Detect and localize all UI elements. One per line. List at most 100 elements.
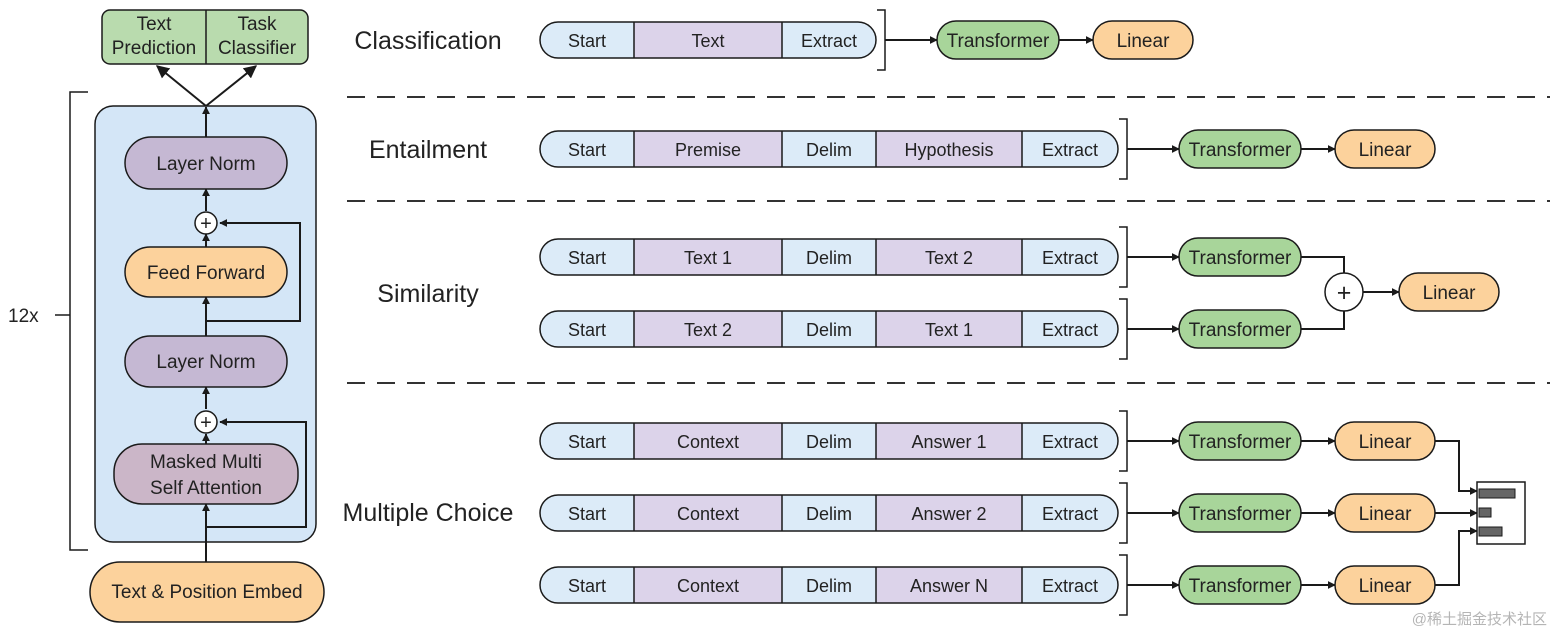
token-label: Extract — [1042, 248, 1098, 268]
task-label: Similarity — [377, 280, 479, 308]
transformer-label: Transformer — [947, 31, 1050, 52]
token-label: Extract — [1042, 432, 1098, 452]
token-start — [540, 239, 634, 275]
token-label: Answer 1 — [911, 432, 986, 452]
sequence-bracket — [1119, 226, 1128, 288]
token-start — [540, 311, 634, 347]
token-delim — [782, 495, 876, 531]
token-label: Delim — [806, 576, 852, 596]
token-label: Answer N — [910, 576, 988, 596]
task-classification: Classification Start Text Extract Transforme… — [354, 9, 1194, 71]
layer-norm-bottom-label: Layer Norm — [156, 352, 255, 373]
token-label: Delim — [806, 432, 852, 452]
token-delim — [782, 423, 876, 459]
task-label: Multiple Choice — [343, 499, 514, 527]
token-extract — [1022, 567, 1118, 603]
token-label: Extract — [1042, 140, 1098, 160]
separators — [347, 96, 1550, 384]
token-label: Start — [568, 31, 606, 51]
token-answer-2 — [876, 495, 1022, 531]
token-extract — [1022, 423, 1118, 459]
embed-label: Text & Position Embed — [111, 582, 302, 603]
token-label: Text 1 — [925, 320, 973, 340]
token-start — [540, 567, 634, 603]
token-extract — [1022, 239, 1118, 275]
token-premise — [634, 131, 782, 167]
task-label: Classification — [354, 27, 501, 55]
token-sequence: Start Text Extract — [539, 21, 877, 59]
token-label: Start — [568, 248, 606, 268]
add-symbol-bottom: + — [200, 412, 212, 434]
token-start — [540, 22, 634, 58]
linear-box — [1092, 20, 1194, 60]
token-start — [540, 131, 634, 167]
token-label: Hypothesis — [904, 140, 993, 160]
token-label: Delim — [806, 504, 852, 524]
task-label: Entailment — [369, 136, 487, 164]
token-label: Text — [691, 31, 724, 51]
token-delim — [782, 567, 876, 603]
token-hypothesis — [876, 131, 1022, 167]
token-label: Text 2 — [925, 248, 973, 268]
choice-bar-1 — [1478, 488, 1516, 499]
token-label: Delim — [806, 320, 852, 340]
token-text-1 — [634, 239, 782, 275]
token-label: Context — [677, 576, 739, 596]
token-label: Delim — [806, 140, 852, 160]
token-sequence: Start Context Delim Answer N Extract — [539, 566, 1119, 604]
sequence-bracket — [877, 9, 886, 71]
sequence-bracket — [1119, 482, 1128, 544]
transformer-label: Transformer — [1189, 248, 1292, 269]
token-extract — [782, 22, 876, 58]
token-label: Extract — [1042, 320, 1098, 340]
token-extract — [1022, 131, 1118, 167]
transformer-label: Transformer — [1189, 504, 1292, 525]
sequence-bracket — [1119, 118, 1128, 180]
token-label: Extract — [1042, 504, 1098, 524]
token-extract — [1022, 495, 1118, 531]
repeat-label: 12x — [8, 306, 39, 327]
repeat-bracket — [69, 91, 88, 551]
add-symbol: + — [1337, 279, 1352, 307]
linear-label: Linear — [1423, 283, 1476, 304]
masked-attention — [113, 443, 299, 505]
choice-bar-3 — [1478, 526, 1503, 537]
token-answer-n — [876, 567, 1022, 603]
token-label: Start — [568, 576, 606, 596]
watermark: @稀土掘金技术社区 — [1412, 611, 1547, 628]
token-context — [634, 495, 782, 531]
layer-norm-bottom — [124, 335, 288, 388]
linear-label: Linear — [1117, 31, 1170, 52]
linear-label: Linear — [1359, 576, 1412, 597]
token-label: Text 2 — [684, 320, 732, 340]
token-label: Extract — [1042, 576, 1098, 596]
transformer-label: Transformer — [1189, 320, 1292, 341]
choice-output-icon — [1476, 481, 1526, 545]
feed-forward — [124, 246, 288, 298]
token-text-1 — [876, 311, 1022, 347]
transformer-label: Transformer — [1189, 432, 1292, 453]
choice-bar-2 — [1478, 507, 1492, 518]
transformer-label: Transformer — [1189, 140, 1292, 161]
heads-box — [101, 9, 309, 65]
text-position-embed — [89, 561, 325, 623]
token-text-2 — [876, 239, 1022, 275]
add-circle-bottom — [194, 410, 218, 434]
token-label: Premise — [675, 140, 741, 160]
token-extract — [1022, 311, 1118, 347]
token-label: Start — [568, 504, 606, 524]
sequence-bracket — [1119, 298, 1128, 360]
token-label: Start — [568, 432, 606, 452]
token-label: Extract — [801, 31, 857, 51]
